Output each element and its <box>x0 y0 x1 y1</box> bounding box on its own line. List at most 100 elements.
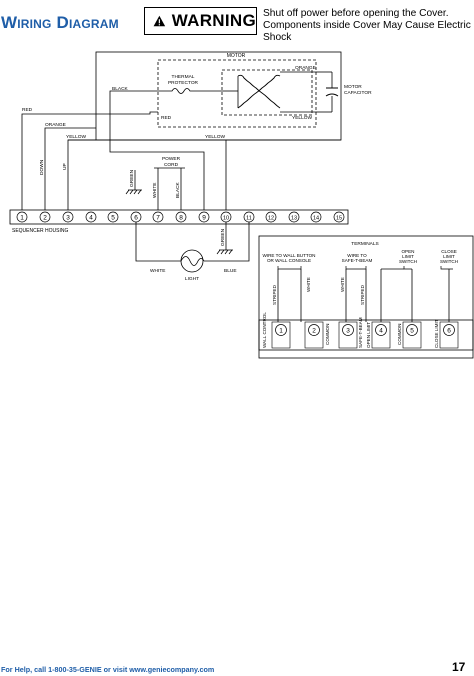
sequencer-terminal-2: 2 <box>39 211 51 223</box>
warning-line-1: Shut off power before opening the Cover. <box>263 8 449 19</box>
terminal-6: 6 CLOSE LIMIT <box>434 319 459 349</box>
thermal-protector-label-1: THERMAL <box>172 74 195 80</box>
terminal-strip <box>258 319 474 351</box>
orange-wire-label-motor: ORANGE <box>295 65 316 71</box>
red-wire-label: RED <box>22 107 33 113</box>
motor-winding-box <box>221 69 313 116</box>
footer-help-text: For Help, call 1-800-35-GENIE or visit w… <box>1 665 215 674</box>
wire-to-wall-label-2: OR WALL CONSOLE <box>267 258 311 263</box>
light-white-wire <box>135 222 181 262</box>
sequencer-terminal-9: 9 <box>198 211 210 223</box>
light-label: LIGHT <box>185 276 199 282</box>
terminal-2-label: COMMON <box>325 324 330 345</box>
svg-text:15: 15 <box>336 216 342 222</box>
svg-text:6: 6 <box>447 328 451 335</box>
open-limit-label-2: LIMIT <box>402 254 414 259</box>
svg-text:7: 7 <box>156 215 160 222</box>
terminal-2: 2 COMMON <box>304 321 330 349</box>
sequencer-terminals: 1 2 3 4 5 6 7 8 9 10 11 12 13 14 15 <box>16 211 345 223</box>
sequencer-terminal-6: 6 <box>130 211 142 223</box>
motor-label: MOTOR <box>227 53 246 59</box>
black-wire-label: BLACK <box>112 86 129 92</box>
close-limit-label-2: LIMIT <box>443 254 455 259</box>
striped-label-2: STRIPED <box>360 284 365 305</box>
green-wire-label-bottom: GREEN <box>220 228 226 246</box>
svg-text:12: 12 <box>268 216 274 222</box>
page-title: Wiring Diagram <box>1 13 119 32</box>
svg-text:13: 13 <box>291 216 297 222</box>
yellow-wire-label: YELLOW <box>66 134 86 140</box>
svg-text:1: 1 <box>279 328 283 335</box>
light-bulb-icon <box>180 249 204 273</box>
terminal-4: 4 OPEN LIMIT <box>366 321 391 349</box>
power-cord-label-1: POWER <box>162 156 181 162</box>
page-number: 17 <box>452 660 466 674</box>
svg-text:5: 5 <box>111 215 115 222</box>
white-wire-label: WHITE <box>152 183 158 198</box>
orange-wire-label: ORANGE <box>45 122 66 128</box>
svg-text:2: 2 <box>43 215 47 222</box>
light-blue-label: BLUE <box>224 268 237 274</box>
thermal-protector-symbol <box>158 88 223 94</box>
sequencer-terminal-13: 13 <box>288 211 300 223</box>
sequencer-terminal-5: 5 <box>107 211 119 223</box>
open-limit-label-1: OPEN <box>401 249 414 254</box>
black-cord-label: BLACK <box>175 181 181 198</box>
svg-text:3: 3 <box>66 215 70 222</box>
warning-message: Shut off power before opening the Cover.… <box>263 8 473 44</box>
red-wire <box>21 111 158 210</box>
svg-text:3: 3 <box>346 328 350 335</box>
warning-line-2: Components inside Cover May Cause Electr… <box>263 20 471 43</box>
sequencer-housing-label: SEQUENCER HOUSING <box>12 228 69 234</box>
thermal-protector-label-2: PROTECTOR <box>168 80 199 86</box>
close-limit-label-1: CLOSE <box>441 249 457 254</box>
white-label-1: WHITE <box>306 277 311 292</box>
yellow-wire-label-right: YELLOW <box>205 134 225 140</box>
sequencer-terminal-4: 4 <box>85 211 97 223</box>
terminal-1-label: WALL CONTROL <box>262 312 267 348</box>
yellow-wire <box>67 139 227 210</box>
green-wire-label-top: GREEN <box>129 169 135 187</box>
terminal-3: 3 SAFE-T-BEAM <box>338 317 363 349</box>
down-label: DOWN <box>39 159 45 175</box>
open-limit-label-3: SWITCH <box>399 259 417 264</box>
sequencer-terminal-1: 1 <box>16 211 28 223</box>
up-label: UP <box>62 163 68 170</box>
motor-winding-2 <box>237 74 281 109</box>
svg-text:6: 6 <box>134 215 138 222</box>
motor-capacitor-label-1: MOTOR <box>344 84 362 90</box>
warning-label: WARNING <box>171 11 256 30</box>
terminal-block-frame <box>258 235 474 359</box>
svg-text:9: 9 <box>202 215 206 222</box>
wire-to-beam-label-1: WIRE TO <box>347 253 367 258</box>
svg-text:2: 2 <box>312 328 316 335</box>
wire-to-beam-label-2: SAFE-T-BEAM <box>342 258 373 263</box>
svg-text:5: 5 <box>410 328 414 335</box>
yellow-wire-label-motor: YELLOW <box>292 115 312 121</box>
warning-triangle-icon <box>153 15 166 27</box>
sequencer-terminal-15: 15 <box>333 211 345 223</box>
black-wire <box>109 90 205 210</box>
svg-text:10: 10 <box>223 216 229 222</box>
motor-dashed-box <box>157 59 317 128</box>
terminal-5: 5 COMMON <box>397 321 422 349</box>
terminal-3-label: SAFE-T-BEAM <box>358 317 363 348</box>
terminal-4-label: OPEN LIMIT <box>366 322 371 348</box>
light-white-label: WHITE <box>150 268 165 274</box>
orange-wire <box>44 127 96 210</box>
sequencer-terminal-3: 3 <box>62 211 74 223</box>
power-cord-label-2: CORD <box>164 162 179 168</box>
sequencer-terminal-12: 12 <box>265 211 277 223</box>
svg-text:4: 4 <box>379 328 383 335</box>
red-wire-label-motor: RED <box>161 115 172 121</box>
terminals-title: TERMINALS <box>351 241 378 247</box>
motor-capacitor-label-2: CAPACITOR <box>344 90 372 96</box>
sequencer-terminal-8: 8 <box>175 211 187 223</box>
svg-text:1: 1 <box>20 215 24 222</box>
svg-text:11: 11 <box>246 216 252 222</box>
svg-text:4: 4 <box>89 215 93 222</box>
sequencer-terminal-14: 14 <box>310 211 322 223</box>
terminal-5-label: COMMON <box>397 324 402 345</box>
white-label-2: WHITE <box>340 277 345 292</box>
